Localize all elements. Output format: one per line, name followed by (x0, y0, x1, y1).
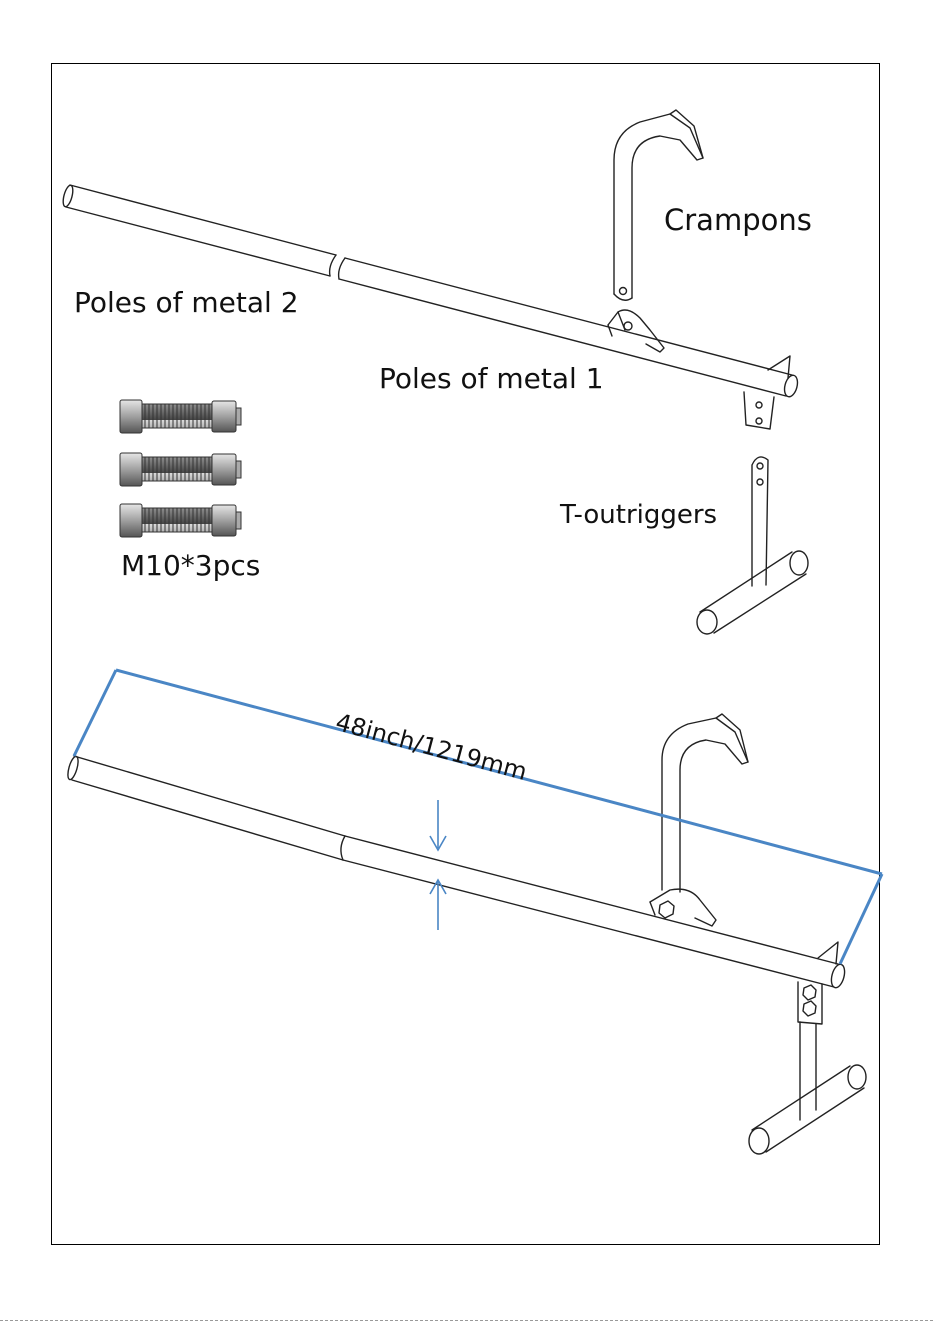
label-bolts: M10*3pcs (121, 549, 260, 582)
diameter-indicator (430, 800, 446, 930)
t-outrigger (697, 457, 808, 634)
label-pole-2: Poles of metal 2 (74, 286, 299, 319)
label-crampons: Crampons (664, 203, 812, 237)
label-t-outriggers: T-outriggers (560, 500, 717, 530)
assembled-pole (66, 755, 847, 989)
assembled-crampon (650, 714, 748, 926)
bolt-set (120, 400, 241, 537)
metal-pole-1 (339, 258, 800, 429)
bolt (120, 400, 241, 433)
label-pole-1: Poles of metal 1 (379, 362, 604, 395)
assembled-outrigger (749, 982, 866, 1154)
metal-pole-2 (61, 184, 336, 276)
page-edge (0, 1320, 933, 1321)
bolt (120, 504, 241, 537)
bolt (120, 453, 241, 486)
